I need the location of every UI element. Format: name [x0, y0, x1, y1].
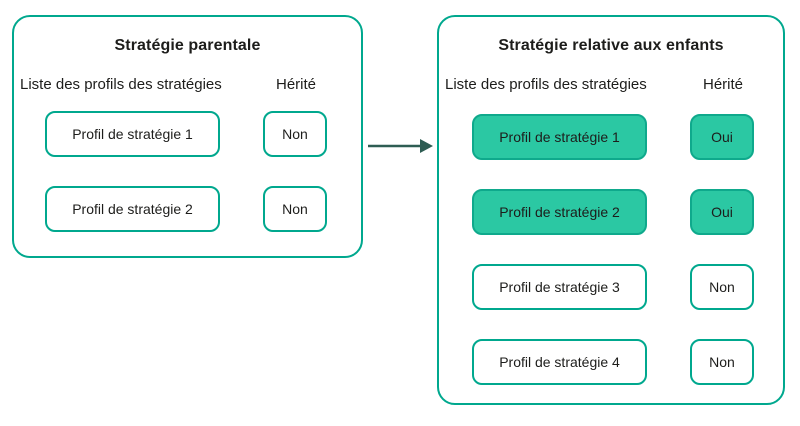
inherited-flag-box: Oui — [690, 114, 754, 160]
inherited-flag-box: Oui — [690, 189, 754, 235]
parent-inherited-column-header: Hérité — [275, 76, 316, 93]
policy-profile-box: Profil de stratégie 4 — [472, 339, 647, 385]
child-inherited-column-header: Hérité — [702, 76, 743, 93]
policy-profile-box: Profil de stratégie 1 — [45, 111, 220, 157]
right-arrow-icon — [368, 139, 433, 153]
inherited-flag-box: Non — [690, 264, 754, 310]
parent-panel-title: Stratégie parentale — [114, 37, 261, 54]
inherited-flag-box: Non — [690, 339, 754, 385]
child-policy-panel: Stratégie relative aux enfants Liste des… — [437, 15, 785, 405]
inherited-flag-box: Non — [263, 186, 327, 232]
child-panel-title: Stratégie relative aux enfants — [498, 37, 724, 54]
policy-profile-box: Profil de stratégie 3 — [472, 264, 647, 310]
parent-policy-panel: Stratégie parentale Liste des profils de… — [12, 15, 363, 258]
policy-profile-box-inherited: Profil de stratégie 2 — [472, 189, 647, 235]
policy-profile-box-inherited: Profil de stratégie 1 — [472, 114, 647, 160]
inherited-flag-box: Non — [263, 111, 327, 157]
parent-profiles-column-header: Liste des profils des stratégies — [20, 76, 222, 93]
child-profiles-column-header: Liste des profils des stratégies — [445, 76, 647, 93]
policy-profile-box: Profil de stratégie 2 — [45, 186, 220, 232]
